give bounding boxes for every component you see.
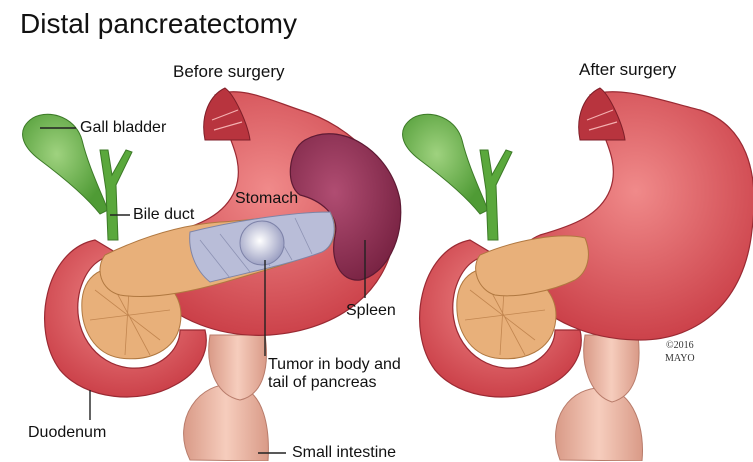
small-intestine-label: Small intestine xyxy=(292,444,396,462)
copyright-notice: ©2016 MAYO xyxy=(665,340,695,365)
copyright-owner: MAYO xyxy=(665,353,695,366)
tumor-shape xyxy=(240,221,284,265)
after-surgery-drawing xyxy=(403,88,753,461)
before-surgery-drawing xyxy=(23,88,401,461)
copyright-year: ©2016 xyxy=(665,340,695,353)
stomach-label: Stomach xyxy=(235,190,298,208)
small-intestine-shape xyxy=(184,385,269,461)
after-surgery-caption: After surgery xyxy=(579,60,676,80)
bile-duct-label: Bile duct xyxy=(133,206,194,224)
tumor-label-line1: Tumor in body and xyxy=(268,356,401,374)
gall-bladder-label: Gall bladder xyxy=(80,119,166,137)
bile-duct-shape xyxy=(100,150,132,240)
tumor-label-line2: tail of pancreas xyxy=(268,374,377,392)
before-surgery-caption: Before surgery xyxy=(173,62,285,82)
duodenum-label: Duodenum xyxy=(28,424,106,442)
spleen-label: Spleen xyxy=(346,302,396,320)
page-title: Distal pancreatectomy xyxy=(20,8,297,40)
